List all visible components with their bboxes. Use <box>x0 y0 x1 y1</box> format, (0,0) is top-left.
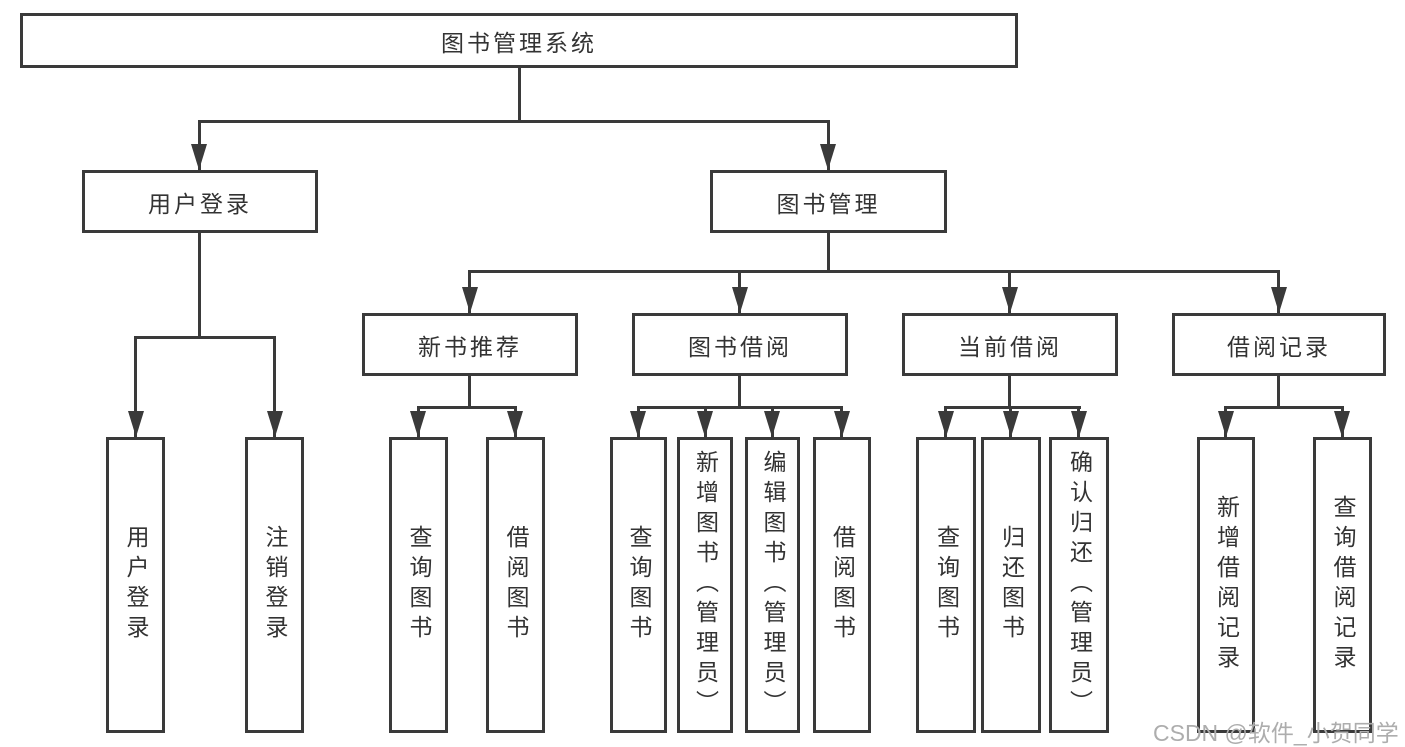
leaf-current-return-books: 归还图书 <box>981 437 1041 733</box>
arrow-down-icon <box>1271 287 1287 313</box>
node-user-login: 用户登录 <box>82 170 318 233</box>
connector-root-stem <box>518 68 521 120</box>
arrow-down-icon <box>128 411 144 437</box>
arrow-down-icon <box>410 411 426 437</box>
arrow-down-icon <box>1002 287 1018 313</box>
leaf-newbooks-query-books: 查询图书 <box>389 437 448 733</box>
connector-user-login-stem <box>198 233 201 336</box>
node-new-book-recommendation: 新书推荐 <box>362 313 578 376</box>
connector-records-stem <box>1277 376 1280 406</box>
connector-drop-leaf <box>273 336 276 437</box>
node-book-borrowing: 图书借阅 <box>632 313 848 376</box>
leaf-newbooks-borrow-books: 借阅图书 <box>486 437 545 733</box>
node-book-management: 图书管理 <box>710 170 947 233</box>
node-current-borrowing: 当前借阅 <box>902 313 1118 376</box>
connector-borrowing-stem <box>738 376 741 406</box>
arrow-down-icon <box>732 287 748 313</box>
arrow-down-icon <box>764 411 780 437</box>
leaf-borrowing-borrow-books: 借阅图书 <box>813 437 871 733</box>
leaf-user-login: 用户登录 <box>106 437 165 733</box>
leaf-records-add-record: 新增借阅记录 <box>1197 437 1255 733</box>
connector-new-books-stem <box>468 376 471 406</box>
arrow-down-icon <box>462 287 478 313</box>
leaf-records-query-record: 查询借阅记录 <box>1313 437 1372 733</box>
arrow-down-icon <box>820 144 836 170</box>
connector-new-books-branch <box>417 406 517 409</box>
arrow-down-icon <box>1003 411 1019 437</box>
leaf-borrowing-add-books-admin: 新增图书（管理员） <box>677 437 733 733</box>
leaf-logout: 注销登录 <box>245 437 304 733</box>
connector-current-branch <box>944 406 1081 409</box>
leaf-borrowing-edit-books-admin: 编辑图书（管理员） <box>745 437 800 733</box>
arrow-down-icon <box>507 411 523 437</box>
leaf-borrowing-query-books: 查询图书 <box>610 437 667 733</box>
connector-user-login-branch <box>134 336 276 339</box>
csdn-watermark: CSDN @软件_小贺同学 <box>1153 720 1399 746</box>
arrow-down-icon <box>834 411 850 437</box>
connector-records-branch <box>1224 406 1344 409</box>
connector-root-branch <box>198 120 830 123</box>
node-library-management-system: 图书管理系统 <box>20 13 1018 68</box>
arrow-down-icon <box>1071 411 1087 437</box>
connector-drop-leaf <box>134 336 137 437</box>
connector-book-mgmt-branch <box>469 270 1280 273</box>
arrow-down-icon <box>697 411 713 437</box>
leaf-current-confirm-return-admin: 确认归还（管理员） <box>1049 437 1109 733</box>
arrow-down-icon <box>1218 411 1234 437</box>
connector-book-mgmt-stem <box>827 233 830 270</box>
arrow-down-icon <box>938 411 954 437</box>
arrow-down-icon <box>267 411 283 437</box>
node-borrowing-records: 借阅记录 <box>1172 313 1386 376</box>
leaf-current-query-books: 查询图书 <box>916 437 976 733</box>
arrow-down-icon <box>1334 411 1350 437</box>
arrow-down-icon <box>191 144 207 170</box>
connector-current-stem <box>1008 376 1011 406</box>
connector-borrowing-branch <box>637 406 843 409</box>
arrow-down-icon <box>630 411 646 437</box>
